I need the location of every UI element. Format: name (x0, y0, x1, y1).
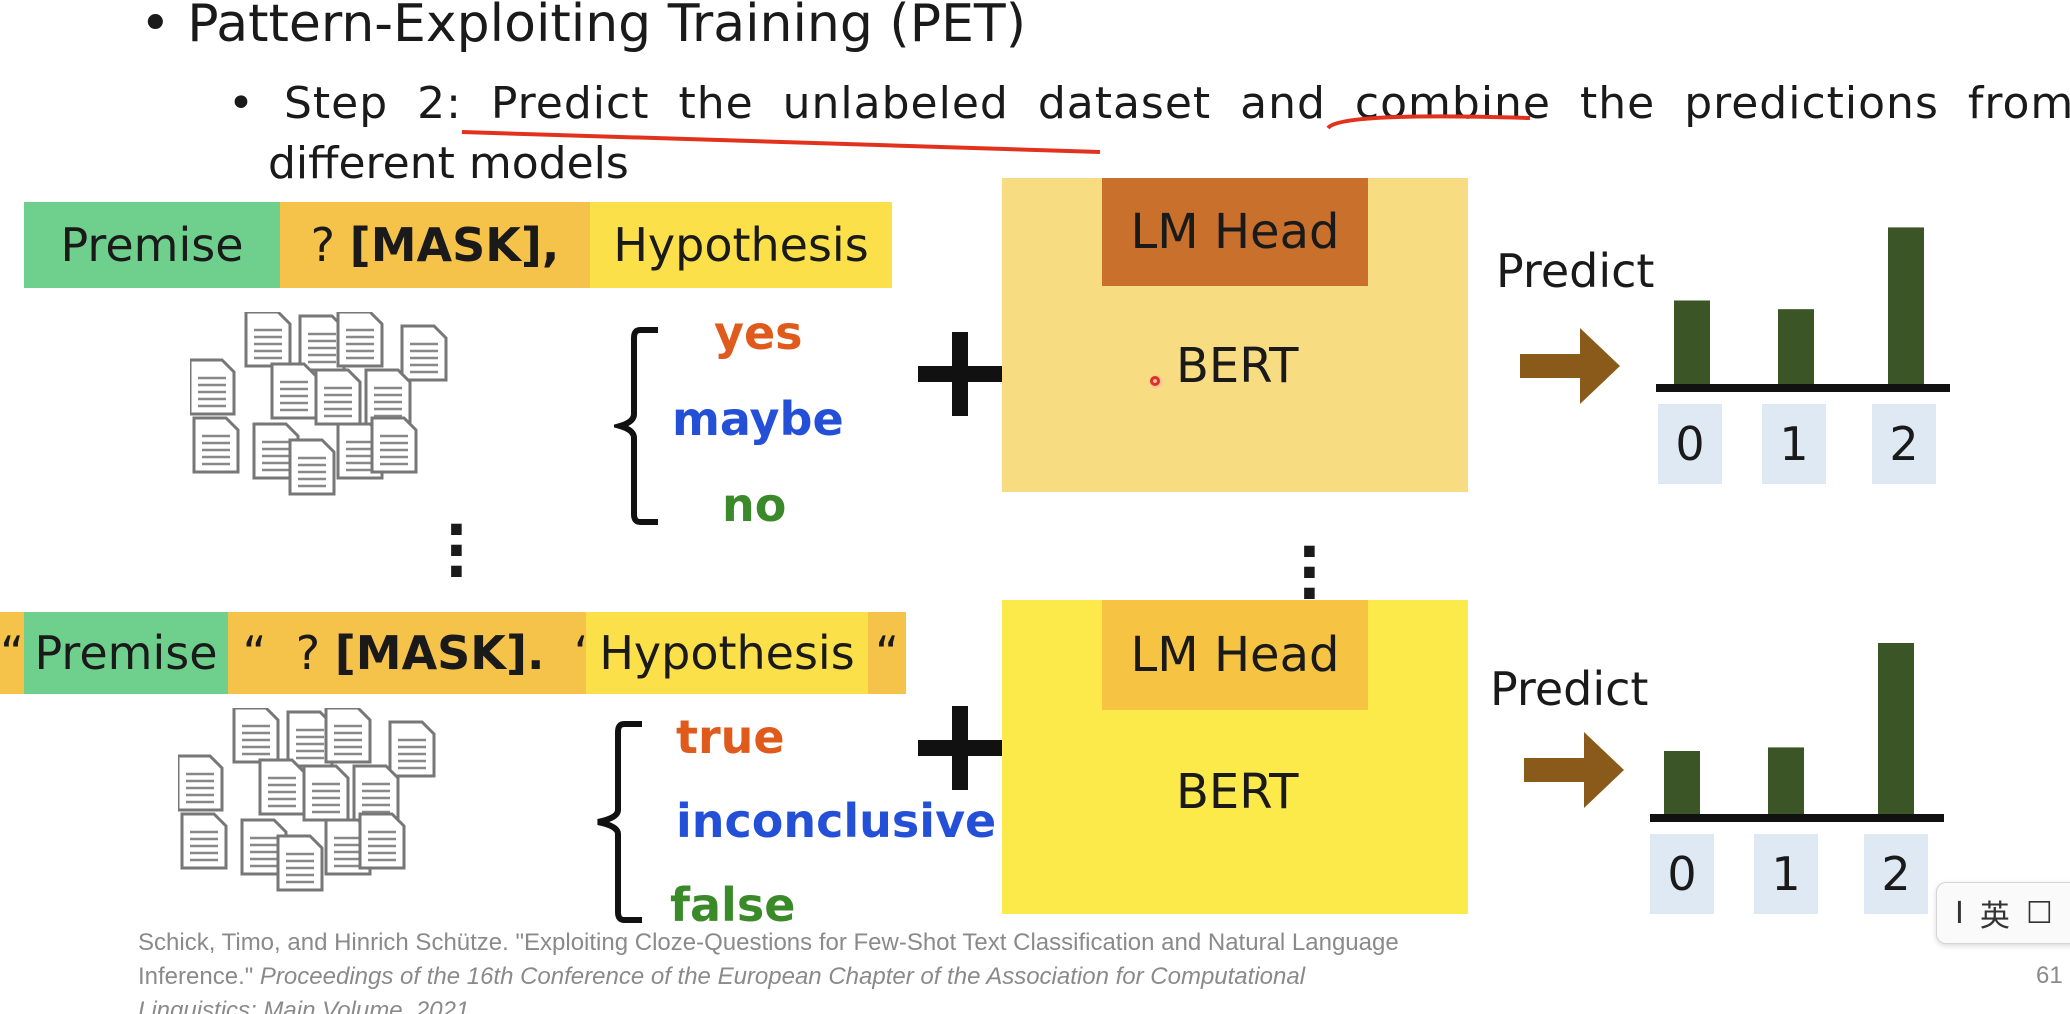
left-brace-icon (597, 721, 642, 923)
prediction-bar (1674, 300, 1710, 384)
class-label: 1 (1754, 834, 1818, 914)
prediction-bar-chart (1656, 227, 1950, 392)
ime-mode-icon[interactable]: ☐ (2025, 895, 2053, 931)
verbalizer-maybe: maybe (672, 392, 844, 446)
mask-segment: ? [MASK], (280, 202, 590, 288)
documents-icon (190, 312, 448, 496)
class-label: 2 (1864, 834, 1928, 914)
page-number: 61 (2036, 962, 2063, 989)
class-label: 1 (1762, 404, 1826, 484)
document-icon (400, 324, 448, 382)
lm-head-box: LM Head (1102, 600, 1368, 710)
right-arrow-icon (1524, 732, 1624, 808)
verbalizer-inconclusive: inconclusive (676, 794, 997, 848)
verbalizer-no: no (722, 478, 787, 532)
citation-line3: Linguistics: Main Volume. 2021. (138, 997, 476, 1014)
ime-toolbar[interactable]: I 英 ☐ (1936, 882, 2070, 944)
vertical-ellipsis-2: ··· (1298, 517, 1321, 629)
verbalizer-true: true (676, 710, 785, 764)
underline-combine (1326, 114, 1531, 130)
document-icon (336, 312, 384, 368)
chart-baseline (1650, 814, 1944, 822)
citation-line1: Schick, Timo, and Hinrich Schütze. "Expl… (138, 929, 1399, 956)
vertical-ellipsis: ··· (445, 495, 468, 607)
plus-icon (918, 706, 1002, 790)
class-label: 0 (1658, 404, 1722, 484)
prediction-bar (1664, 751, 1700, 814)
document-icon (190, 358, 236, 416)
bert-label: BERT (1176, 338, 1299, 394)
bullet-sub-line1: • Step 2: Predict the unlabeled dataset … (228, 78, 2070, 129)
mask-segment: “ ? [MASK]. “ (228, 612, 598, 694)
class-label: 2 (1872, 404, 1936, 484)
document-icon (270, 362, 318, 420)
bert-label: BERT (1176, 764, 1299, 820)
prediction-bar (1888, 227, 1924, 384)
predict-label: Predict (1496, 244, 1655, 298)
citation: Schick, Timo, and Hinrich Schütze. "Expl… (138, 926, 1518, 1014)
documents-icon (178, 708, 436, 892)
bullet-sub-line2: different models (268, 138, 629, 189)
document-icon (352, 764, 400, 822)
class-label: 0 (1650, 834, 1714, 914)
document-icon (192, 416, 240, 474)
prediction-bar (1878, 643, 1914, 814)
document-icon (252, 422, 300, 480)
lm-head-box: LM Head (1102, 178, 1368, 286)
document-icon (370, 416, 418, 474)
ime-lang-toggle[interactable]: 英 (1979, 899, 2010, 934)
verbalizer-yes: yes (714, 306, 803, 360)
underline-predict (461, 130, 1101, 154)
document-icon (364, 368, 412, 426)
document-icon (302, 764, 350, 822)
prediction-bar (1768, 747, 1804, 814)
document-icon (232, 708, 280, 764)
quote-segment: “ (0, 612, 24, 694)
citation-line2: Inference." Proceedings of the 16th Conf… (138, 963, 1306, 990)
document-icon (244, 312, 292, 368)
hypothesis-segment: Hypothesis (586, 612, 868, 694)
document-icon (180, 812, 228, 870)
bullet-main: • Pattern-Exploiting Training (PET) (140, 0, 1026, 54)
document-icon (324, 708, 372, 764)
prediction-bar-chart (1650, 643, 1944, 822)
hypothesis-segment: Hypothesis (590, 202, 892, 288)
document-icon (288, 438, 336, 496)
left-brace-icon (614, 327, 658, 525)
document-icon (314, 368, 362, 426)
right-arrow-icon (1520, 328, 1620, 404)
cursor-ring (1150, 376, 1160, 386)
document-icon (276, 834, 324, 892)
ime-separator: I (1955, 895, 1964, 931)
predict-label: Predict (1490, 662, 1649, 716)
document-icon (358, 812, 406, 870)
premise-segment: Premise (24, 202, 280, 288)
verbalizer-false: false (670, 878, 796, 932)
plus-icon (918, 332, 1002, 416)
quote-segment: “ (868, 612, 906, 694)
document-icon (178, 754, 224, 812)
chart-baseline (1656, 384, 1950, 392)
document-icon (258, 758, 306, 816)
document-icon (388, 720, 436, 778)
prediction-bar (1778, 309, 1814, 384)
premise-segment: Premise (24, 612, 228, 694)
